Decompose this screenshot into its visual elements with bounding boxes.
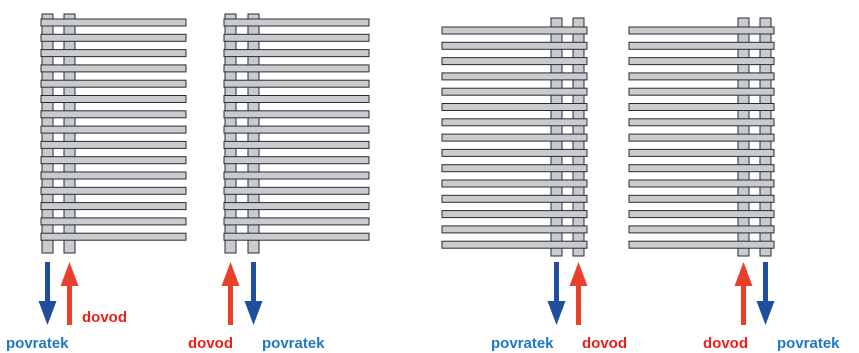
radiator-3-supply-arrow — [569, 262, 588, 325]
radiator-2-supply-arrow — [221, 262, 240, 325]
radiator-3-bar-15 — [441, 240, 588, 249]
radiator-2-bar-13 — [223, 202, 370, 211]
radiator-1-bar-11 — [40, 171, 187, 180]
radiator-3-bar-2 — [441, 41, 588, 50]
radiator-4-bar-8 — [628, 133, 775, 142]
radiator-2-bar-7 — [223, 110, 370, 119]
radiator-3-bar-10 — [441, 164, 588, 173]
supply-label-2: dovod — [188, 335, 233, 352]
radiator-2 — [223, 13, 370, 254]
radiator-1-bar-14 — [40, 217, 187, 226]
radiator-4-bar-13 — [628, 210, 775, 219]
radiator-4-bar-10 — [628, 164, 775, 173]
radiator-1-bar-10 — [40, 156, 187, 165]
radiator-2-bar-11 — [223, 171, 370, 180]
radiator-1-bar-6 — [40, 95, 187, 103]
radiator-4-bar-11 — [628, 179, 775, 188]
return-label-3: povratek — [491, 335, 554, 352]
radiator-1-return-arrow — [38, 262, 57, 325]
radiator-3 — [441, 17, 588, 257]
radiator-2-bar-1 — [223, 18, 370, 27]
radiator-1-bar-8 — [40, 125, 187, 134]
radiator-4-bar-6 — [628, 103, 775, 111]
radiator-1-bar-12 — [40, 186, 187, 195]
radiator-1-bar-15 — [40, 232, 187, 241]
radiator-1-bar-9 — [40, 140, 187, 149]
radiator-3-bar-4 — [441, 72, 588, 81]
radiator-3-bar-11 — [441, 179, 588, 188]
radiator-1-bar-7 — [40, 110, 187, 119]
radiator-4-bar-1 — [628, 26, 775, 35]
radiator-3-bar-7 — [441, 118, 588, 127]
radiator-2-bar-5 — [223, 79, 370, 88]
radiator-1-bar-5 — [40, 79, 187, 88]
radiator-2-bar-15 — [223, 232, 370, 241]
radiator-2-bar-3 — [223, 49, 370, 58]
supply-label-3: dovod — [582, 335, 627, 352]
radiator-3-bar-13 — [441, 210, 588, 219]
radiator-2-bar-2 — [223, 33, 370, 42]
radiator-4-bar-2 — [628, 41, 775, 50]
return-label-1: povratek — [6, 335, 69, 352]
radiator-1-bar-4 — [40, 64, 187, 73]
radiator-3-bar-12 — [441, 194, 588, 203]
radiator-4-bar-14 — [628, 225, 775, 234]
radiator-4-bar-7 — [628, 118, 775, 127]
return-label-2: povratek — [262, 335, 325, 352]
radiator-1-bar-13 — [40, 202, 187, 211]
radiator-1 — [40, 13, 187, 254]
radiator-4-supply-arrow — [734, 262, 753, 325]
radiator-1-bar-3 — [40, 49, 187, 58]
radiator-4-bar-15 — [628, 240, 775, 249]
radiator-4-return-arrow — [756, 262, 775, 325]
supply-label-4: dovod — [703, 335, 748, 352]
radiator-4-bar-3 — [628, 57, 775, 66]
radiator-1-bar-2 — [40, 33, 187, 42]
radiator-3-bar-9 — [441, 148, 588, 157]
radiator-4-bar-4 — [628, 72, 775, 81]
radiator-3-bar-5 — [441, 87, 588, 96]
radiator-3-bar-8 — [441, 133, 588, 142]
radiator-4-bar-5 — [628, 87, 775, 96]
radiator-3-bar-14 — [441, 225, 588, 234]
radiator-2-bar-14 — [223, 217, 370, 226]
radiator-4-bar-9 — [628, 148, 775, 157]
radiator-3-bar-3 — [441, 57, 588, 66]
radiator-3-return-arrow — [547, 262, 566, 325]
radiator-3-bar-6 — [441, 103, 588, 111]
radiator-2-bar-6 — [223, 95, 370, 103]
radiator-2-bar-10 — [223, 156, 370, 165]
radiator-2-bar-4 — [223, 64, 370, 73]
radiator-4 — [628, 17, 775, 257]
radiator-2-bar-8 — [223, 125, 370, 134]
radiator-4-bar-12 — [628, 194, 775, 203]
return-label-4: povratek — [777, 335, 840, 352]
radiator-2-bar-12 — [223, 186, 370, 195]
radiator-3-bar-1 — [441, 26, 588, 35]
radiator-2-bar-9 — [223, 140, 370, 149]
radiator-1-bar-1 — [40, 18, 187, 27]
supply-label-1: dovod — [82, 309, 127, 326]
radiator-2-return-arrow — [244, 262, 263, 325]
radiator-1-supply-arrow — [60, 262, 79, 325]
